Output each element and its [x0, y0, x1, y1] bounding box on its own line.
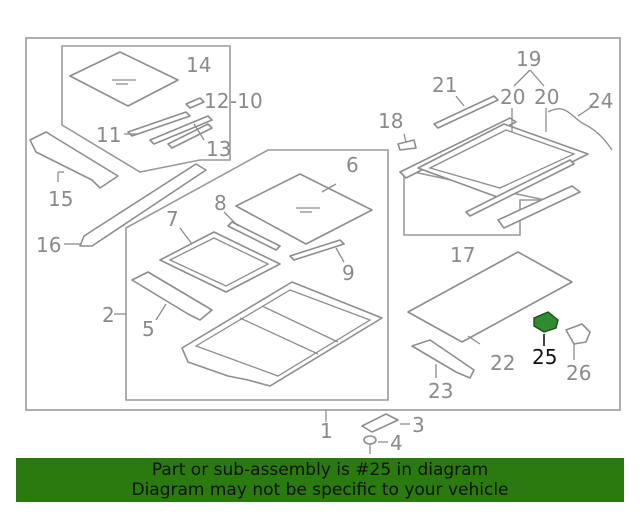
glass-panel-part-14	[69, 51, 179, 107]
highlighted-part-25	[533, 311, 559, 333]
callout-26: 26	[566, 361, 591, 385]
seal-strips-11-12-13	[127, 97, 213, 149]
bolt-part-4	[363, 435, 377, 454]
callout-20a: 20	[500, 85, 525, 109]
drive-cable-part-24	[547, 108, 613, 151]
callout-23: 23	[428, 379, 453, 403]
seal-part-9	[289, 239, 345, 261]
glass-panel-part-6	[235, 173, 373, 245]
callout-25: 25	[532, 345, 557, 369]
callout-24: 24	[588, 89, 613, 113]
callout-18: 18	[378, 109, 403, 133]
callout-13: 13	[206, 137, 231, 161]
banner-line-2: Diagram may not be specific to your vehi…	[131, 480, 509, 500]
callout-15: 15	[48, 187, 73, 211]
drain-rail-part-16	[79, 163, 207, 247]
callout-19: 19	[516, 47, 541, 71]
connector-part-26	[565, 323, 591, 345]
bracket-part-23	[411, 339, 475, 379]
leader-lines	[57, 69, 591, 443]
frame-assembly-box	[125, 149, 389, 401]
seal-part-8	[227, 221, 281, 251]
callout-5: 5	[142, 317, 155, 341]
callout-6: 6	[346, 153, 359, 177]
wind-deflector-part-15	[29, 131, 119, 189]
callout-7: 7	[166, 207, 179, 231]
callout-9: 9	[342, 261, 355, 285]
callout-21: 21	[432, 73, 457, 97]
callout-4: 4	[390, 431, 403, 455]
callout-3: 3	[412, 413, 425, 437]
callout-20b: 20	[534, 85, 559, 109]
callout-1: 1	[320, 419, 333, 443]
deflector-part-5	[131, 271, 213, 321]
callout-22: 22	[490, 351, 515, 375]
callout-14: 14	[186, 53, 211, 77]
inset-glass-box	[61, 45, 231, 173]
sunshade-part-22	[407, 251, 573, 343]
main-assembly-frame	[25, 37, 621, 411]
callout-2: 2	[102, 303, 115, 327]
callout-16: 16	[36, 233, 61, 257]
callout-12: 12	[204, 89, 229, 113]
bracket-part-18	[397, 139, 417, 151]
weatherstrip-part-7	[159, 231, 281, 293]
callout-10: -10	[230, 89, 263, 113]
banner-line-1: Part or sub-assembly is #25 in diagram	[151, 460, 489, 480]
rail-part-21	[433, 95, 499, 129]
callout-11: 11	[96, 123, 121, 147]
callout-17: 17	[450, 243, 475, 267]
notice-banner: Part or sub-assembly is #25 in diagram D…	[16, 458, 624, 502]
callout-8: 8	[214, 191, 227, 215]
sunroof-frame-part-2	[181, 281, 383, 387]
guide-rail-assembly-part-17	[399, 117, 589, 229]
clip-part-3	[361, 413, 399, 433]
